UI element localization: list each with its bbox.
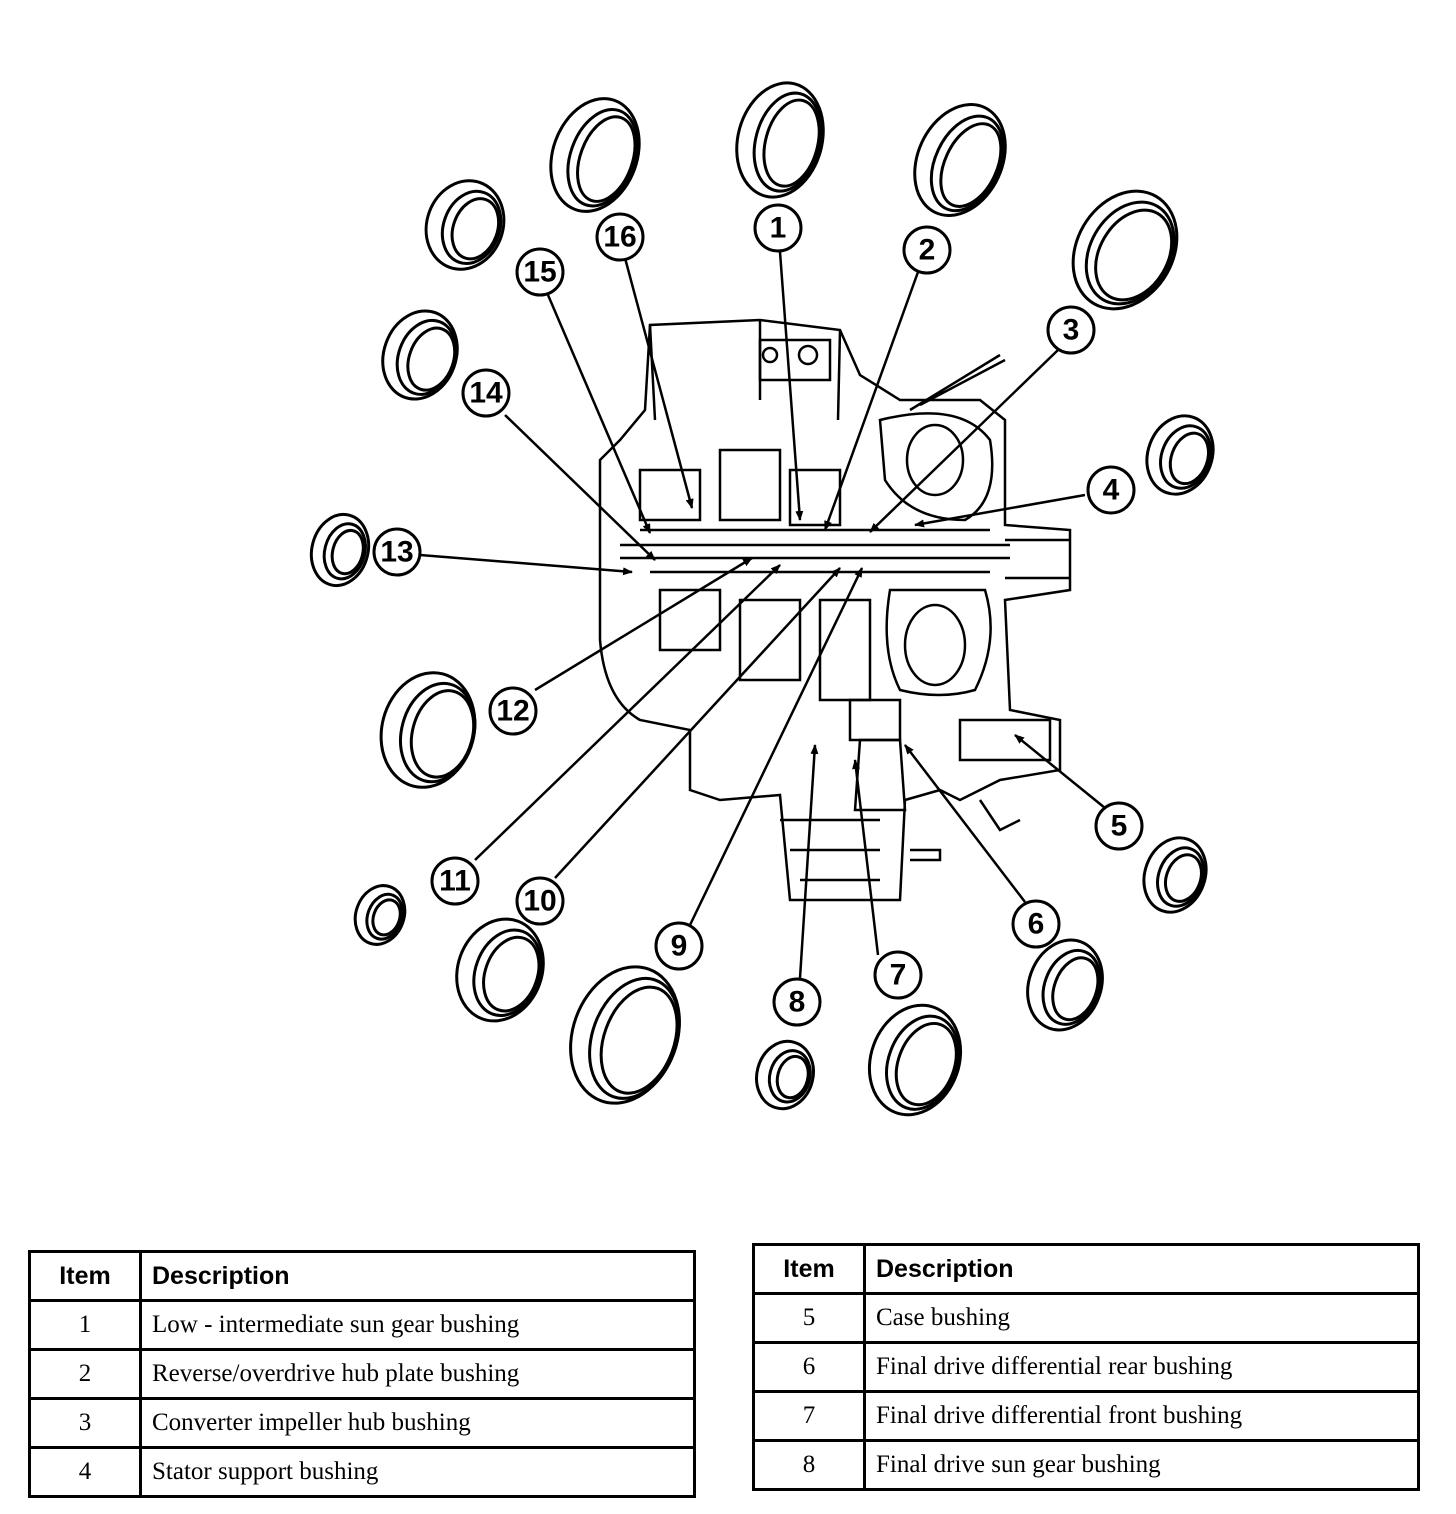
- bushing-ring: [755, 1039, 815, 1111]
- callout-11: 11: [430, 856, 480, 906]
- bushing-ring: [1026, 938, 1104, 1032]
- table-row: 8 Final drive sun gear bushing: [752, 1439, 1420, 1491]
- callout-6-label: 6: [1028, 908, 1045, 941]
- table-row: 3 Converter impeller hub bushing: [28, 1397, 696, 1449]
- callout-14-label: 14: [469, 377, 503, 410]
- legend-header-row: Item Description: [28, 1250, 696, 1302]
- callout-8: 8: [772, 977, 822, 1027]
- callout-markers: 1 2 3 4 5 6 7 8 9 10 11 12 13 14 15 16: [372, 203, 1144, 1027]
- item-number: 5: [752, 1292, 866, 1344]
- table-row: 2 Reverse/overdrive hub plate bushing: [28, 1348, 696, 1400]
- bushing-rings: [309, 81, 1215, 1117]
- bushing-ring: [913, 103, 1007, 217]
- callout-14: 14: [461, 368, 511, 418]
- callout-13: 13: [372, 527, 422, 577]
- bushing-location-diagram: 1 2 3 4 5 6 7 8 9 10 11 12 13 14 15 16: [309, 81, 1215, 1117]
- bushing-ring: [424, 179, 506, 271]
- callout-1: 1: [753, 203, 803, 253]
- callout-4: 4: [1086, 465, 1136, 515]
- table-row: 5 Case bushing: [752, 1292, 1420, 1344]
- callout-13-label: 13: [380, 536, 413, 569]
- table-row: 4 Stator support bushing: [28, 1446, 696, 1498]
- table-row: 1 Low - intermediate sun gear bushing: [28, 1299, 696, 1351]
- callout-8-label: 8: [789, 986, 806, 1019]
- item-description: Final drive differential front bushing: [863, 1390, 1420, 1442]
- item-description: Low - intermediate sun gear bushing: [139, 1299, 696, 1351]
- callout-1-label: 1: [770, 212, 787, 245]
- callout-7-label: 7: [890, 959, 907, 992]
- callout-6: 6: [1011, 899, 1061, 949]
- legend-header-row: Item Description: [752, 1243, 1420, 1295]
- callout-16: 16: [595, 212, 645, 262]
- bushing-ring: [381, 309, 459, 401]
- item-column-header: Item: [28, 1250, 142, 1302]
- callout-10: 10: [515, 876, 565, 926]
- item-number: 1: [28, 1299, 142, 1351]
- bushing-ring: [735, 81, 825, 199]
- description-column-header: Description: [139, 1250, 696, 1302]
- bushing-ring: [379, 671, 477, 789]
- bushing-ring: [353, 884, 407, 946]
- legend-table-right: Item Description 5 Case bushing 6 Final …: [752, 1243, 1420, 1491]
- callout-16-label: 16: [603, 221, 636, 254]
- callout-15: 15: [515, 247, 565, 297]
- table-row: 7 Final drive differential front bushing: [752, 1390, 1420, 1442]
- callout-9: 9: [654, 921, 704, 971]
- bushing-ring: [309, 512, 371, 588]
- item-number: 2: [28, 1348, 142, 1400]
- callout-15-label: 15: [523, 256, 556, 289]
- item-number: 3: [28, 1397, 142, 1449]
- callout-11-label: 11: [439, 865, 471, 898]
- callout-9-label: 9: [671, 930, 688, 963]
- callout-12-label: 12: [496, 695, 529, 728]
- legend-table-left: Item Description 1 Low - intermediate su…: [28, 1250, 696, 1498]
- table-row: 6 Final drive differential rear bushing: [752, 1341, 1420, 1393]
- item-column-header: Item: [752, 1243, 866, 1295]
- callout-2-label: 2: [919, 234, 936, 267]
- item-number: 4: [28, 1446, 142, 1498]
- callout-5: 5: [1094, 801, 1144, 851]
- bushing-ring: [1142, 836, 1208, 914]
- description-column-header: Description: [863, 1243, 1420, 1295]
- item-description: Stator support bushing: [139, 1446, 696, 1498]
- callout-leader-lines: [419, 251, 1106, 979]
- bushing-ring: [867, 1003, 963, 1117]
- bushing-ring: [549, 97, 641, 213]
- callout-7: 7: [873, 950, 923, 1000]
- item-description: Converter impeller hub bushing: [139, 1397, 696, 1449]
- item-description: Final drive sun gear bushing: [863, 1439, 1420, 1491]
- item-description: Final drive differential rear bushing: [863, 1341, 1420, 1393]
- bushing-ring: [455, 917, 545, 1023]
- callout-10-label: 10: [523, 885, 556, 918]
- item-number: 6: [752, 1341, 866, 1393]
- item-description: Reverse/overdrive hub plate bushing: [139, 1348, 696, 1400]
- callout-3: 3: [1046, 305, 1096, 355]
- callout-3-label: 3: [1063, 314, 1080, 347]
- callout-2: 2: [902, 225, 952, 275]
- callout-12: 12: [488, 686, 538, 736]
- callout-4-label: 4: [1103, 474, 1120, 507]
- bushing-ring: [1071, 189, 1179, 311]
- bushing-ring: [569, 965, 681, 1105]
- bushing-ring: [1145, 414, 1215, 496]
- item-description: Case bushing: [863, 1292, 1420, 1344]
- callout-5-label: 5: [1111, 810, 1128, 843]
- item-number: 8: [752, 1439, 866, 1491]
- item-number: 7: [752, 1390, 866, 1442]
